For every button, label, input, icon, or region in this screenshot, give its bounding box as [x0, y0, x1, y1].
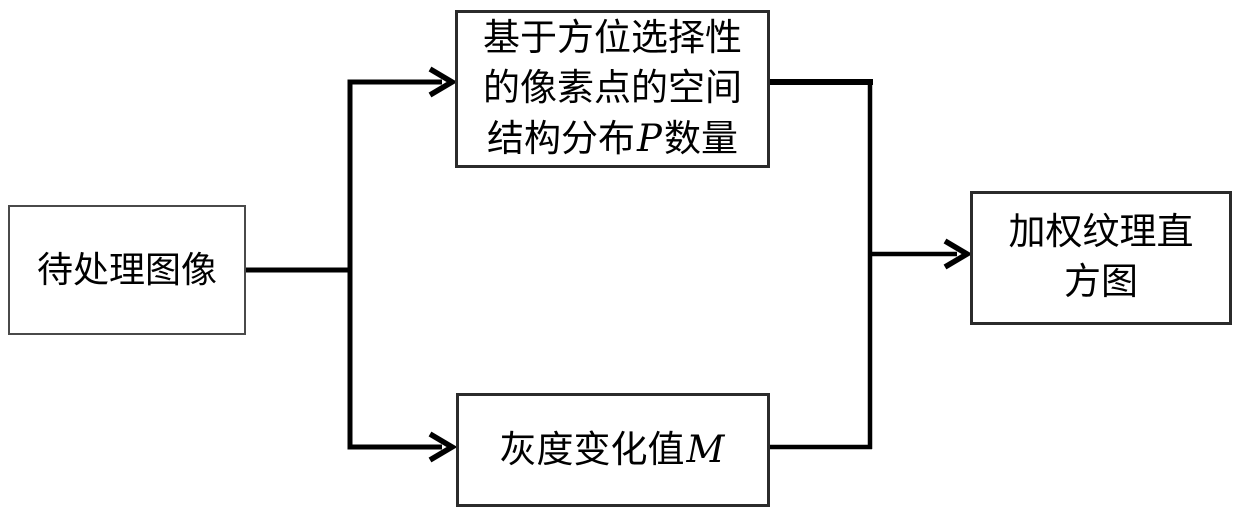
- arrowhead-to-output-icon: [943, 238, 973, 270]
- node-spatial-structure: 基于方位选择性 的像素点的空间 结构分布P数量: [455, 10, 770, 168]
- arrowhead-to-gray-icon: [428, 431, 458, 463]
- node-spatial-line3-pre: 结构分布: [487, 118, 636, 160]
- node-spatial-line3: 结构分布P数量: [487, 114, 738, 165]
- script-p-symbol: P: [637, 116, 662, 160]
- node-output-histogram: 加权纹理直 方图: [970, 191, 1232, 325]
- node-spatial-line1: 基于方位选择性: [483, 17, 742, 59]
- node-gray-change: 灰度变化值M: [456, 393, 770, 507]
- node-spatial-line2: 的像素点的空间: [483, 67, 742, 109]
- node-gray-text: 灰度变化值: [499, 429, 685, 471]
- node-input-image: 待处理图像: [8, 205, 246, 335]
- node-spatial-line3-post: 数量: [663, 118, 738, 160]
- node-input-label: 待处理图像: [36, 250, 217, 290]
- node-gray-label: 灰度变化值M: [500, 425, 727, 476]
- node-output-line1: 加权纹理直: [1008, 212, 1194, 253]
- node-output-line2: 方图: [1064, 262, 1138, 303]
- arrowhead-to-spatial-icon: [428, 66, 458, 98]
- script-m-symbol: M: [686, 427, 725, 471]
